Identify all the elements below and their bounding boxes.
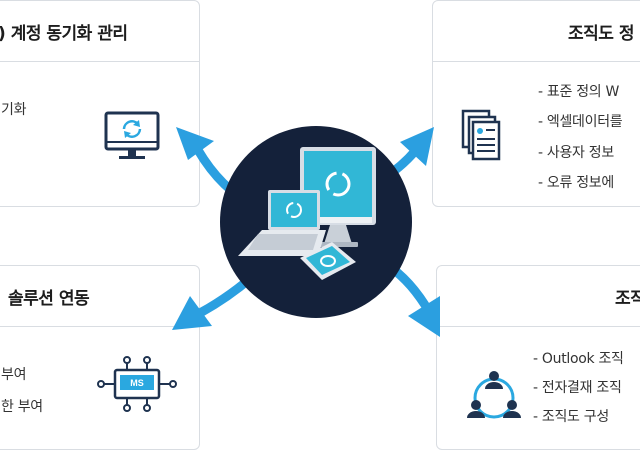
solution-integration-line: 한 부여	[1, 399, 43, 415]
org-card: 조직 - Outlook 조직 - 전자결재 조직 - 조직도 구성	[436, 265, 640, 450]
org-card-line: - 조직도 구성	[533, 409, 609, 425]
laptop-device-icon	[238, 190, 326, 256]
org-card-line: - Outlook 조직	[533, 351, 624, 367]
org-people-icon	[467, 371, 521, 419]
solution-integration-title: 솔루션 연동	[0, 266, 199, 327]
monitor-sync-icon	[104, 111, 160, 159]
org-chart-info-line: - 사용자 정보	[538, 145, 614, 161]
documents-icon	[461, 109, 501, 161]
account-sync-line: 기화	[1, 102, 27, 118]
org-card-line: - 전자결재 조직	[533, 380, 622, 396]
ms-chip-label: MS	[130, 378, 144, 388]
ms-chip-icon: MS	[97, 356, 177, 412]
org-chart-info-line: - 엑셀데이터를	[538, 114, 623, 130]
org-chart-info-card: 조직도 정 - 표준 정의 W - 엑셀데이터를 - 사용자 정보 - 오류 정…	[432, 0, 640, 207]
solution-integration-line: 부여	[1, 367, 27, 383]
org-chart-info-title: 조직도 정	[433, 1, 640, 62]
account-sync-title: ) 계정 동기화 관리	[0, 1, 199, 62]
account-sync-card: ) 계정 동기화 관리 기화	[0, 0, 200, 207]
tablet-device-icon	[300, 242, 356, 280]
org-chart-info-line: - 오류 정보에	[538, 175, 614, 191]
org-card-title: 조직	[437, 266, 640, 327]
org-chart-info-line: - 표준 정의 W	[538, 84, 620, 100]
